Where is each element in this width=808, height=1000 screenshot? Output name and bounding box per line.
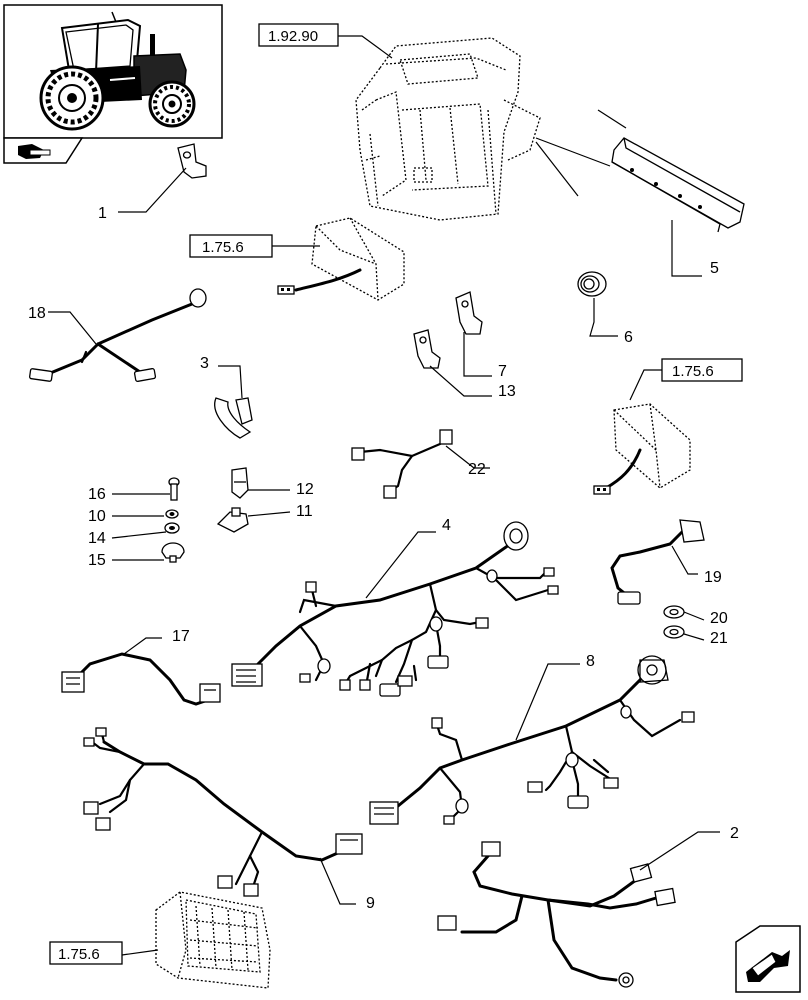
module-top [277,217,405,301]
part-16-bolt[interactable]: 16 [88,477,180,503]
part-2-harness[interactable]: 2 [437,825,739,988]
part-5-rail[interactable]: 5 [611,137,745,277]
part-7-clip[interactable]: 7 [455,291,507,380]
arrow-icon [746,950,790,982]
part-21-washer[interactable]: 21 [663,625,728,647]
callout-7: 7 [498,363,507,380]
callout-20: 20 [710,610,728,627]
callout-4: 4 [442,517,451,534]
part-4-harness[interactable]: 4 [231,517,559,697]
nav-arrow-button-bottom[interactable] [735,925,801,993]
callout-22: 22 [468,461,486,478]
nav-arrow-button[interactable] [3,137,84,164]
callout-16: 16 [88,486,106,503]
ref-cab-label: 1.92.90 [268,28,318,45]
tractor-thumbnail[interactable] [3,4,223,139]
part-6-grommet[interactable]: 6 [577,271,633,346]
part-17-harness[interactable]: 17 [61,628,221,706]
part-22-harness[interactable]: 22 [351,429,490,499]
ref-module-top-box[interactable]: 1.75.6 [189,234,273,258]
part-13-clip[interactable]: 13 [413,329,516,400]
callout-1: 1 [98,205,107,222]
part-9-harness[interactable]: 9 [83,727,375,912]
lamp-unit [155,891,271,989]
callout-9: 9 [366,895,375,912]
callout-10: 10 [88,508,106,525]
ref-lamp-label: 1.75.6 [58,946,100,963]
callout-13: 13 [498,383,516,400]
callout-19: 19 [704,569,722,586]
callout-14: 14 [88,530,106,547]
part-15-cap[interactable]: 15 [88,542,185,569]
ref-module-right-label: 1.75.6 [672,363,714,380]
arrow-icon [18,144,51,159]
callout-5: 5 [710,260,719,277]
part-3-clamp[interactable]: 3 [200,355,253,439]
callout-21: 21 [710,630,728,647]
cab-outline [355,37,541,221]
callout-12: 12 [296,481,314,498]
callout-17: 17 [172,628,190,645]
module-right [593,403,691,495]
callout-15: 15 [88,552,106,569]
part-8-harness[interactable]: 8 [369,653,695,825]
part-12-clip[interactable]: 12 [231,467,314,499]
ref-lamp-box[interactable]: 1.75.6 [49,941,123,965]
part-1-bracket[interactable]: 1 [98,143,207,222]
part-11-bracket[interactable]: 11 [216,503,313,533]
ref-module-right-box[interactable]: 1.75.6 [661,358,743,382]
callout-3: 3 [200,355,209,372]
part-20-washer[interactable]: 20 [663,605,728,627]
ref-cab-box[interactable]: 1.92.90 [258,23,339,47]
part-10-nut[interactable]: 10 [88,508,179,525]
callout-6: 6 [624,329,633,346]
part-19-harness[interactable]: 19 [610,519,722,605]
callout-8: 8 [586,653,595,670]
callout-11: 11 [296,503,313,520]
ref-module-top-label: 1.75.6 [202,239,244,256]
tractor-icon [39,11,196,131]
part-14-washer[interactable]: 14 [88,522,180,547]
callout-2: 2 [730,825,739,842]
callout-18: 18 [28,305,46,322]
part-18-harness[interactable]: 18 [28,288,207,382]
